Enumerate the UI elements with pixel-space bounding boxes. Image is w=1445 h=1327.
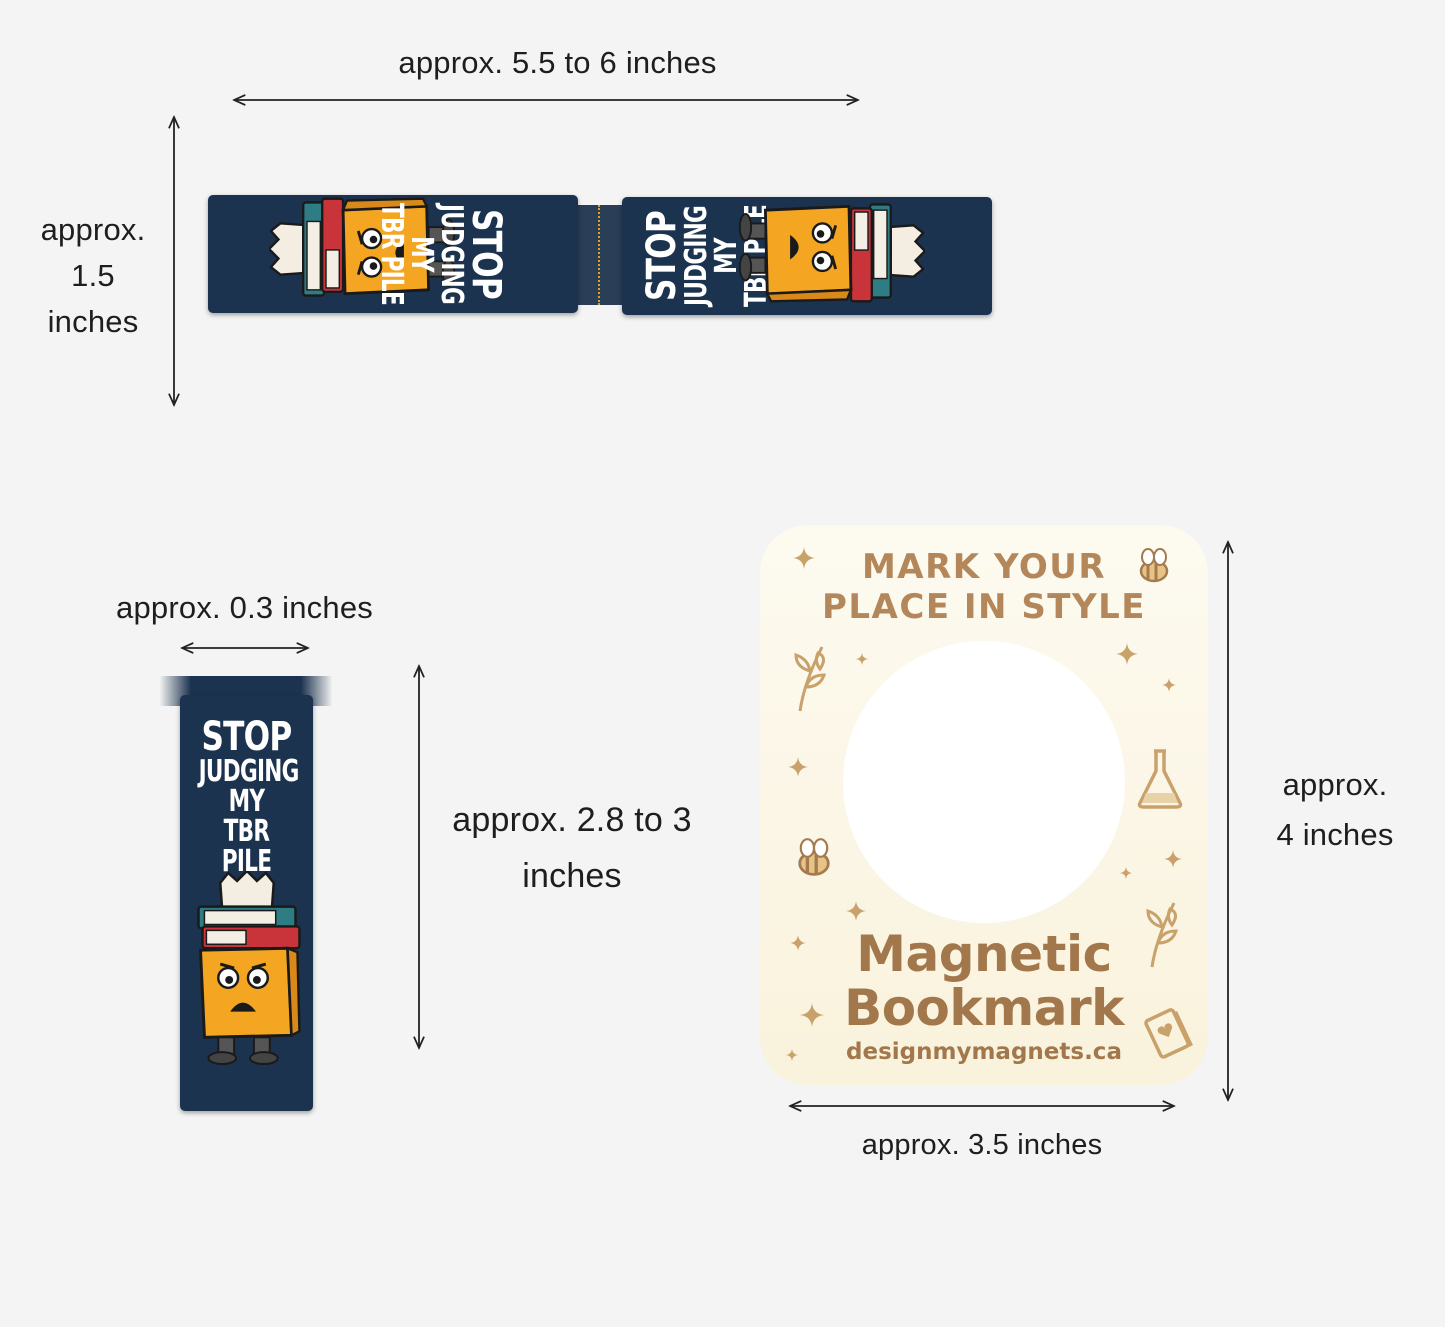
card-height-line2: 4 inches	[1276, 817, 1394, 852]
top-height-line2: 1.5	[71, 258, 115, 293]
top-height-line3: inches	[47, 304, 139, 339]
card-width-label: approx. 3.5 inches	[861, 1129, 1103, 1161]
folded-width-label: approx. 0.3 inches	[116, 590, 373, 625]
book-heart-icon	[1144, 1008, 1193, 1059]
folded-height-line2: inches	[522, 857, 622, 895]
sparkle-icon	[1120, 867, 1132, 879]
card-product-line2: Bookmark	[844, 979, 1124, 1037]
book-character-icon	[735, 198, 925, 304]
card-height-label: approx. 4 inches	[1260, 760, 1410, 860]
card-height-arrow	[1220, 538, 1236, 1104]
folded-height-label: approx. 2.8 to 3 inches	[432, 792, 712, 904]
bookmark-right-panel: STOP JUDGING MY TBR PILE	[622, 197, 992, 315]
headline-tbr-pile: TBR PILE	[221, 814, 272, 879]
left-panel-headline: STOP JUDGING MY TBR PILE	[366, 195, 516, 313]
headline-stop: STOP	[201, 714, 292, 760]
folded-headline: STOP JUDGING MY TBR PILE	[180, 717, 313, 877]
sparkle-icon	[1164, 850, 1182, 868]
headline-stop: STOP	[639, 210, 685, 302]
top-width-arrow	[230, 92, 862, 108]
top-height-arrow	[166, 113, 182, 409]
headline-judging: JUDGING	[434, 203, 469, 305]
headline-my: MY	[404, 236, 439, 272]
card-height-line1: approx.	[1282, 767, 1388, 802]
card-title-line1: MARK YOUR	[861, 547, 1107, 587]
card-width-arrow	[786, 1098, 1178, 1114]
top-height-label: approx. 1.5 inches	[28, 207, 158, 345]
folded-bookmark: STOP JUDGING MY TBR PILE	[180, 695, 313, 1111]
card-product-line1: Magnetic	[856, 925, 1112, 983]
sparkle-icon	[1162, 678, 1176, 692]
headline-tbr-pile: TBR PILE	[374, 203, 409, 305]
book-character-icon	[192, 871, 302, 1069]
folded-height-line1: approx. 2.8 to 3	[452, 801, 692, 839]
card-url: designmymagnets.ca	[846, 1039, 1122, 1065]
open-bookmark: STOP JUDGING MY TBR PILE STOP JUDGING MY…	[208, 195, 994, 317]
bookmark-card: MARK YOUR PLACE IN STYLE Magnetic Bookma…	[760, 525, 1208, 1085]
headline-judging: JUDGING	[679, 205, 714, 307]
card-title: MARK YOUR PLACE IN STYLE	[760, 547, 1208, 627]
leaf-icon	[790, 643, 830, 713]
headline-judging: JUDGING	[198, 754, 300, 789]
bee-icon	[1134, 547, 1174, 587]
sparkle-icon	[1116, 643, 1138, 665]
card-title-line2: PLACE IN STYLE	[821, 587, 1147, 627]
bookmark-hinge	[576, 205, 624, 305]
headline-my: MY	[228, 784, 265, 819]
sparkle-icon	[793, 547, 815, 569]
bookmark-left-panel: STOP JUDGING MY TBR PILE	[208, 195, 578, 313]
top-width-label: approx. 5.5 to 6 inches	[398, 45, 717, 80]
folded-width-arrow	[178, 640, 312, 656]
sparkle-icon	[788, 757, 808, 777]
bee-icon	[792, 837, 836, 881]
top-height-line1: approx.	[40, 212, 146, 247]
folded-height-arrow	[411, 662, 427, 1052]
sparkle-icon	[856, 653, 868, 665]
flask-icon	[1137, 749, 1183, 809]
card-product-name: Magnetic Bookmark	[760, 927, 1208, 1035]
bookmark-cutout-circle	[843, 641, 1125, 923]
sparkle-icon	[846, 901, 866, 921]
headline-stop: STOP	[463, 208, 509, 300]
